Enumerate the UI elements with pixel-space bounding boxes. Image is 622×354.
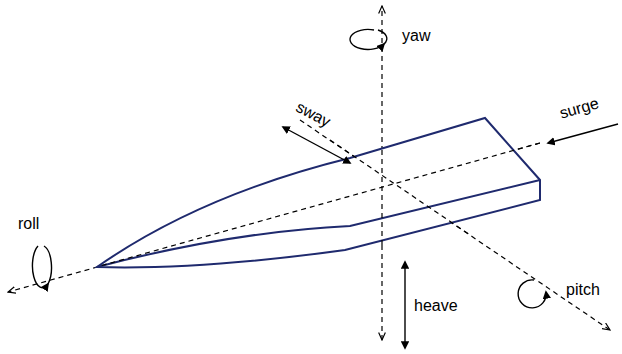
axis-overlay — [100, 140, 540, 266]
motion-arrows — [32, 29, 618, 348]
motion-label: surge — [558, 95, 601, 121]
hull-outline — [97, 118, 540, 267]
motion-label: heave — [414, 298, 458, 314]
motion-label: pitch — [566, 282, 600, 298]
motion-label: yaw — [402, 28, 430, 44]
motion-label: roll — [18, 216, 39, 232]
motion-axes — [8, 6, 610, 340]
motion-label: sway — [293, 99, 333, 130]
